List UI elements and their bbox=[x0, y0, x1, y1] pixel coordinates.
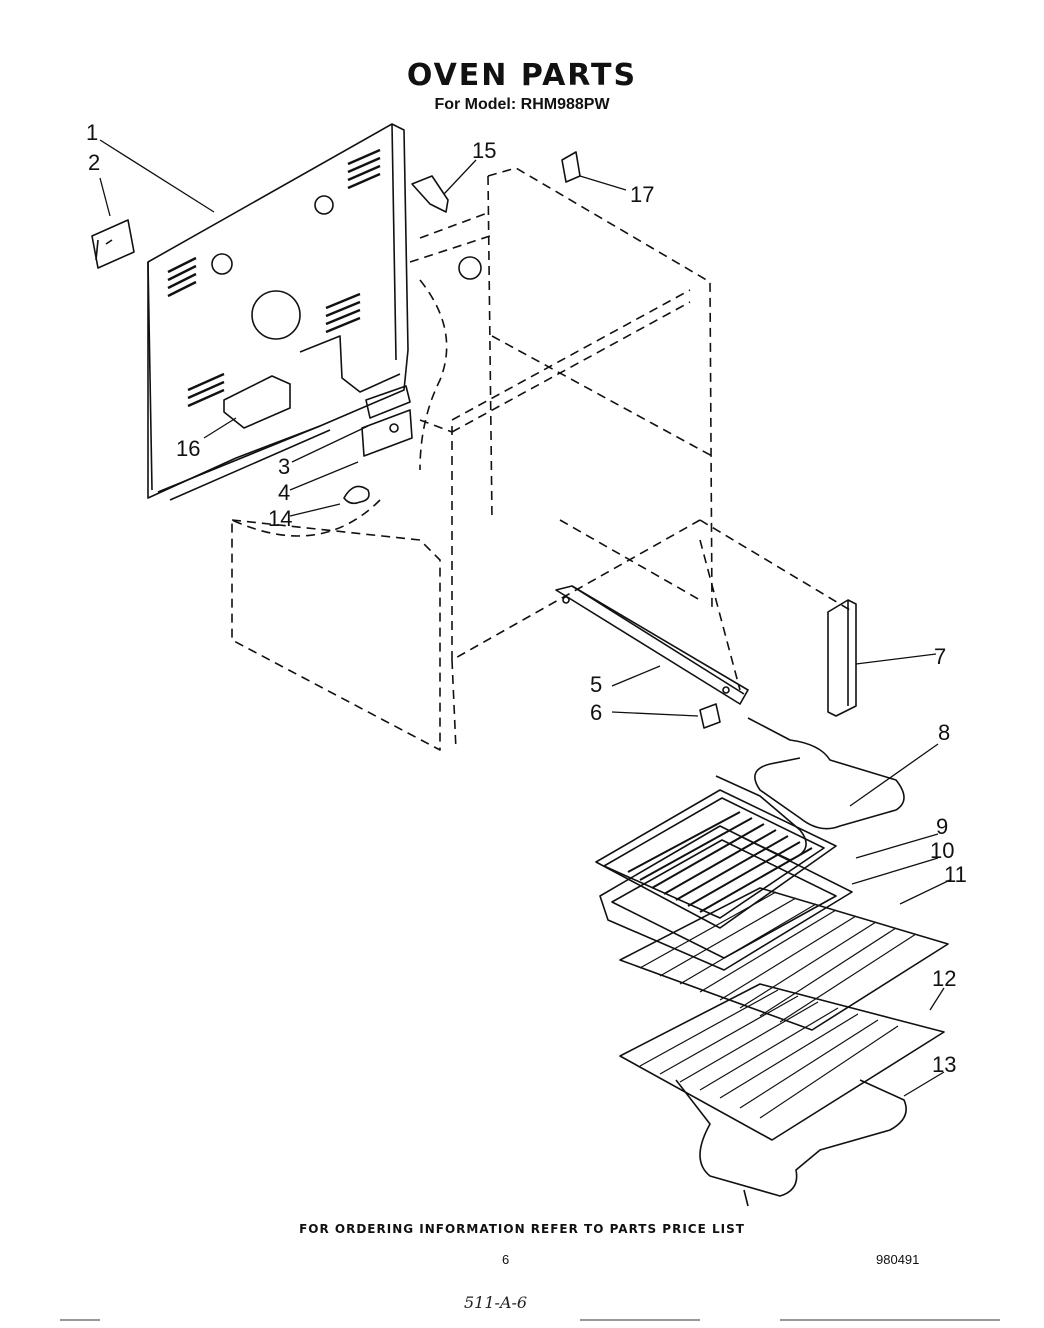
broil-element bbox=[675, 1079, 907, 1207]
handwritten-note: 511-A-6 bbox=[464, 1293, 528, 1312]
ordering-footer: FOR ORDERING INFORMATION REFER TO PARTS … bbox=[299, 1222, 745, 1236]
callout-9: 9 bbox=[936, 814, 948, 839]
oven-rack-lower bbox=[619, 983, 945, 1141]
callout-6: 6 bbox=[590, 700, 602, 725]
callout-5: 5 bbox=[590, 672, 602, 697]
callout-11: 11 bbox=[944, 862, 967, 887]
page-number: 6 bbox=[502, 1252, 510, 1267]
callout-15: 15 bbox=[472, 138, 496, 163]
callout-2: 2 bbox=[88, 150, 100, 175]
document-number: 980491 bbox=[876, 1252, 920, 1267]
callout-14: 14 bbox=[268, 506, 292, 531]
small-bracket bbox=[91, 219, 135, 269]
callout-7: 7 bbox=[934, 644, 946, 669]
callout-1: 1 bbox=[86, 120, 98, 145]
page-title: OVEN PARTS bbox=[406, 58, 638, 93]
callout-8: 8 bbox=[938, 720, 950, 745]
model-subtitle: For Model: RHM988PW bbox=[434, 96, 610, 113]
oven-rack-upper bbox=[619, 887, 949, 1031]
part-6-clip bbox=[699, 703, 721, 729]
part-17-clip bbox=[561, 151, 581, 183]
callout-13: 13 bbox=[932, 1052, 956, 1077]
callout-12: 12 bbox=[932, 966, 956, 991]
callout-16: 16 bbox=[176, 436, 200, 461]
side-panel bbox=[827, 599, 857, 717]
broiler-pan bbox=[595, 789, 853, 971]
front-rail bbox=[555, 585, 749, 705]
callout-4: 4 bbox=[278, 480, 290, 505]
terminal-block bbox=[361, 385, 413, 457]
back-panel bbox=[147, 123, 482, 501]
callout-numbers: 1 2 15 17 16 3 4 14 7 5 6 8 9 10 11 12 1… bbox=[86, 120, 967, 1077]
oven-cavity-frame bbox=[231, 167, 851, 751]
callout-10: 10 bbox=[930, 838, 954, 863]
callout-3: 3 bbox=[278, 454, 290, 479]
callout-17: 17 bbox=[630, 182, 654, 207]
part-15-clip bbox=[411, 175, 449, 213]
callout-leaders bbox=[99, 139, 951, 1097]
wire-harness bbox=[343, 485, 370, 505]
